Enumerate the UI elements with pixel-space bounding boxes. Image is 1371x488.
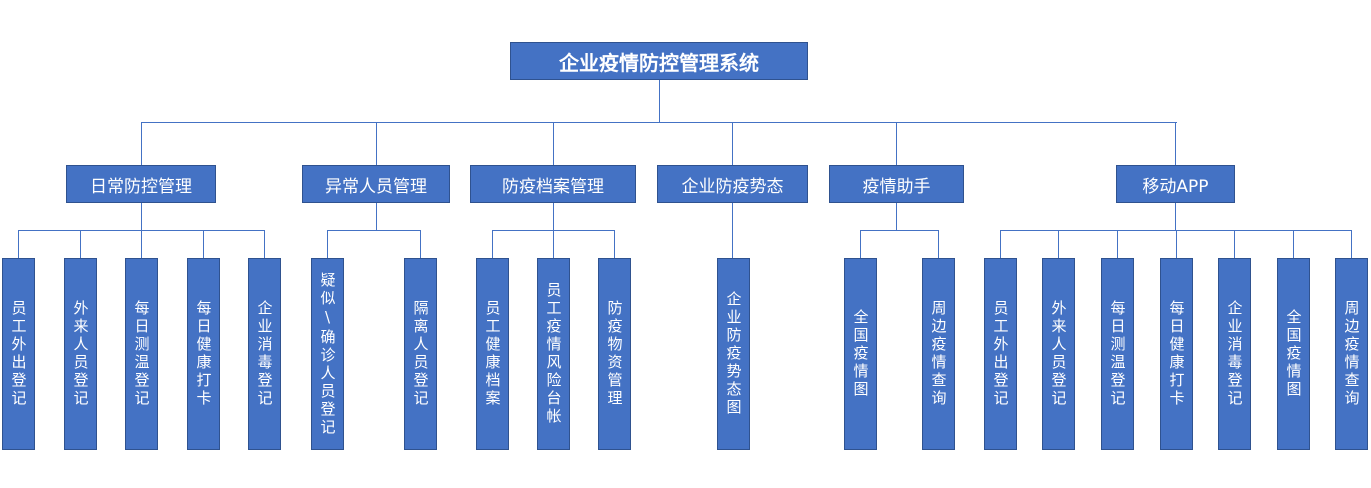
leaf-connector — [202, 230, 204, 258]
leaf-connector — [1350, 230, 1352, 258]
leaf-node: 隔离人员登记 — [403, 258, 437, 450]
leaf-node: 员工外出登记 — [983, 258, 1017, 450]
leaf-node: 每日健康打卡 — [186, 258, 220, 450]
category-node: 异常人员管理 — [302, 165, 450, 203]
leaf-node: 每日测温登记 — [1100, 258, 1134, 450]
leaf-node: 企业消毒登记 — [247, 258, 281, 450]
leaf-node: 防疫物资管理 — [597, 258, 631, 450]
category-connector — [1175, 122, 1177, 165]
leaf-connector — [419, 230, 421, 258]
leaf-connector — [1116, 230, 1118, 258]
leaf-connector — [263, 230, 265, 258]
leaf-node: 每日测温登记 — [124, 258, 158, 450]
leaf-node: 外来人员登记 — [63, 258, 97, 450]
category-connector — [732, 122, 734, 165]
leaf-node: 疑似\确诊人员登记 — [310, 258, 344, 450]
leaf-node: 全国疫情图 — [843, 258, 877, 450]
category-down-connector — [1175, 203, 1177, 230]
leaf-node: 每日健康打卡 — [1159, 258, 1193, 450]
category-down-connector — [896, 203, 898, 230]
category-connector — [896, 122, 898, 165]
leaf-connector — [17, 230, 19, 258]
category-node: 疫情助手 — [829, 165, 964, 203]
leaf-connector — [491, 230, 493, 258]
leaf-bus-line — [860, 230, 940, 232]
root-connector — [658, 80, 660, 122]
leaf-node: 周边疫情查询 — [921, 258, 955, 450]
leaf-connector — [1292, 230, 1294, 258]
leaf-node: 外来人员登记 — [1041, 258, 1075, 450]
leaf-node: 员工健康档案 — [475, 258, 509, 450]
category-node: 日常防控管理 — [66, 165, 216, 203]
leaf-node: 员工外出登记 — [1, 258, 35, 450]
leaf-connector — [140, 230, 142, 258]
leaf-node: 全国疫情图 — [1276, 258, 1310, 450]
leaf-node: 员工疫情风险台帐 — [536, 258, 570, 450]
leaf-connector — [1175, 230, 1177, 258]
category-down-connector — [140, 203, 142, 230]
leaf-connector — [1233, 230, 1235, 258]
main-bus-line — [141, 122, 1177, 124]
leaf-connector — [79, 230, 81, 258]
leaf-connector — [937, 230, 939, 258]
category-down-connector — [552, 203, 554, 230]
category-node: 防疫档案管理 — [470, 165, 636, 203]
leaf-bus-line — [327, 230, 422, 232]
category-node: 企业防疫势态 — [657, 165, 808, 203]
leaf-node: 企业防疫势态图 — [716, 258, 750, 450]
root-node: 企业疫情防控管理系统 — [510, 42, 808, 80]
leaf-connector — [732, 203, 734, 258]
leaf-connector — [326, 230, 328, 258]
category-connector — [375, 122, 377, 165]
leaf-node: 周边疫情查询 — [1334, 258, 1368, 450]
category-connector — [140, 122, 142, 165]
leaf-node: 企业消毒登记 — [1217, 258, 1251, 450]
category-connector — [552, 122, 554, 165]
leaf-connector — [552, 230, 554, 258]
leaf-connector — [1057, 230, 1059, 258]
leaf-connector — [859, 230, 861, 258]
leaf-connector — [613, 230, 615, 258]
category-down-connector — [375, 203, 377, 230]
category-node: 移动APP — [1116, 165, 1235, 203]
leaf-connector — [999, 230, 1001, 258]
